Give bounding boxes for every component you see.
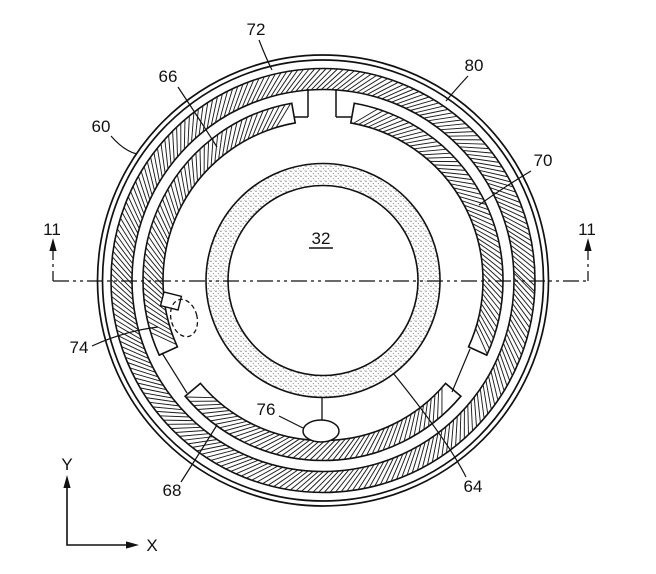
section-marker-right: 11 xyxy=(578,220,596,281)
section-marker-arrowhead xyxy=(49,238,57,251)
reference-70: 70 xyxy=(478,151,553,206)
ref-label-60: 60 xyxy=(92,117,111,136)
hidden-ellipse-74 xyxy=(169,298,199,338)
reference-72: 72 xyxy=(247,20,273,71)
section-marker-left: 11 xyxy=(43,220,61,281)
leader-line-80 xyxy=(445,75,469,102)
reference-80: 80 xyxy=(445,56,484,102)
x-axis-arrowhead xyxy=(126,541,139,549)
reference-60: 60 xyxy=(92,117,138,155)
leader-line-76 xyxy=(278,415,304,429)
ref-label-70: 70 xyxy=(534,151,553,170)
ref-label-74: 74 xyxy=(70,338,89,357)
coordinate-axes: YX xyxy=(61,455,157,555)
segment-68 xyxy=(183,382,463,462)
feed-stub-74 xyxy=(159,291,183,311)
x-axis-label: X xyxy=(146,536,157,555)
y-axis-arrowhead xyxy=(63,475,71,488)
gap-wire-right xyxy=(451,348,471,393)
reference-66: 66 xyxy=(159,67,218,148)
center-reference: 32 xyxy=(309,229,333,249)
leader-line-72 xyxy=(258,39,273,71)
section-marker-label: 11 xyxy=(578,220,596,239)
leader-line-64 xyxy=(392,372,467,478)
section-marker-label: 11 xyxy=(43,220,61,239)
reference-64: 64 xyxy=(392,372,483,496)
leader-line-70 xyxy=(478,170,532,206)
leader-line-74 xyxy=(91,326,159,347)
segment-66 xyxy=(142,102,297,357)
connection-ellipse-76 xyxy=(302,419,340,443)
leader-line-68 xyxy=(180,424,218,483)
center-label-32: 32 xyxy=(312,229,331,248)
reference-74: 74 xyxy=(70,326,159,357)
ref-label-66: 66 xyxy=(159,67,178,86)
reference-68: 68 xyxy=(163,424,218,500)
ref-label-64: 64 xyxy=(464,477,483,496)
segment-70 xyxy=(349,102,504,357)
ref-label-80: 80 xyxy=(465,56,484,75)
section-marker-arrowhead xyxy=(584,238,592,251)
axes-lines xyxy=(66,481,133,546)
segment-68-outline xyxy=(183,382,463,462)
ref-label-68: 68 xyxy=(163,481,182,500)
top-feed-tab xyxy=(294,89,352,118)
gap-wire-left xyxy=(161,352,188,394)
ref-label-76: 76 xyxy=(257,400,276,419)
reference-76: 76 xyxy=(257,400,304,429)
y-axis-label: Y xyxy=(61,455,72,474)
leader-line-60 xyxy=(110,135,138,155)
outer-antenna-ring xyxy=(110,67,536,494)
leader-line-66 xyxy=(177,86,218,148)
ref-label-72: 72 xyxy=(247,20,266,39)
